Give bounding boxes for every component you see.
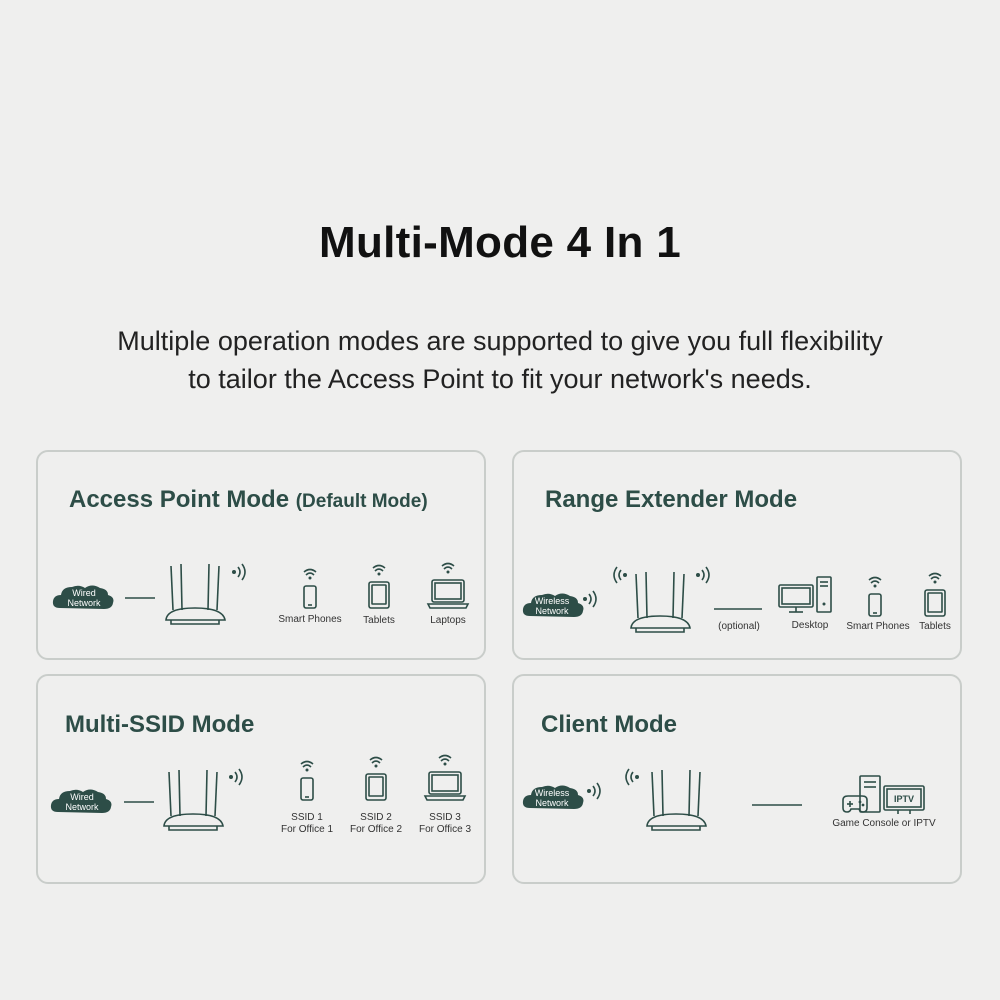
wifi-signal-icon bbox=[232, 563, 246, 581]
tablet-icon bbox=[368, 564, 390, 609]
smart-phones-label: Smart Phones bbox=[278, 614, 342, 625]
subtitle-line-1: Multiple operation modes are supported t… bbox=[117, 326, 883, 356]
wired-link-line bbox=[752, 804, 802, 806]
access-point-mode-title-text: Access Point Mode bbox=[69, 486, 290, 513]
tablets-label: Tablets bbox=[919, 621, 951, 632]
wifi-receive-icon bbox=[625, 768, 639, 786]
client-mode-title: Client Mode bbox=[541, 711, 677, 738]
wifi-signal-icon bbox=[229, 768, 243, 786]
game-console-iptv-icon: IPTV bbox=[842, 775, 925, 814]
smart-phone-icon bbox=[300, 760, 314, 801]
wifi-signal-icon bbox=[696, 566, 710, 584]
optional-label: (optional) bbox=[718, 621, 760, 632]
multi-ssid-mode-title: Multi-SSID Mode bbox=[65, 711, 255, 738]
iptv-screen-text: IPTV bbox=[894, 794, 914, 804]
access-point-router-icon bbox=[165, 563, 226, 625]
page-title: Multi-Mode 4 In 1 bbox=[319, 218, 681, 267]
tablets-label: Tablets bbox=[363, 615, 395, 626]
desktop-icon bbox=[778, 576, 832, 613]
tablet-icon bbox=[365, 756, 387, 801]
wifi-signal-icon bbox=[583, 590, 597, 608]
range-extender-mode-title: Range Extender Mode bbox=[545, 486, 798, 513]
optional-wired-link-line bbox=[714, 608, 762, 610]
subtitle-line-2: to tailor the Access Point to fit your n… bbox=[188, 364, 812, 394]
laptop-icon bbox=[426, 562, 470, 609]
access-point-router-icon bbox=[163, 769, 224, 831]
wired-link-line bbox=[125, 597, 155, 599]
client-router-icon bbox=[646, 769, 707, 831]
laptop-icon bbox=[423, 754, 467, 801]
wireless-network-cloud-icon bbox=[522, 593, 584, 617]
laptops-label: Laptops bbox=[430, 615, 466, 626]
wifi-signal-icon bbox=[587, 782, 601, 800]
smart-phone-icon bbox=[868, 576, 882, 617]
smart-phone-icon bbox=[303, 568, 317, 609]
tablet-icon bbox=[924, 572, 946, 617]
wireless-network-cloud-icon bbox=[522, 785, 584, 809]
wifi-receive-icon bbox=[613, 566, 627, 584]
default-mode-label: (Default Mode) bbox=[295, 491, 428, 512]
wired-link-line bbox=[124, 801, 154, 803]
wired-network-cloud-icon bbox=[50, 789, 112, 813]
access-point-mode-title: Access Point Mode (Default Mode) bbox=[69, 486, 428, 514]
smart-phones-label: Smart Phones bbox=[846, 621, 910, 632]
range-extender-router-icon bbox=[630, 571, 691, 633]
wired-network-cloud-icon bbox=[52, 585, 114, 609]
game-console-iptv-label: Game Console or IPTV bbox=[832, 818, 936, 829]
desktop-label: Desktop bbox=[791, 620, 829, 631]
